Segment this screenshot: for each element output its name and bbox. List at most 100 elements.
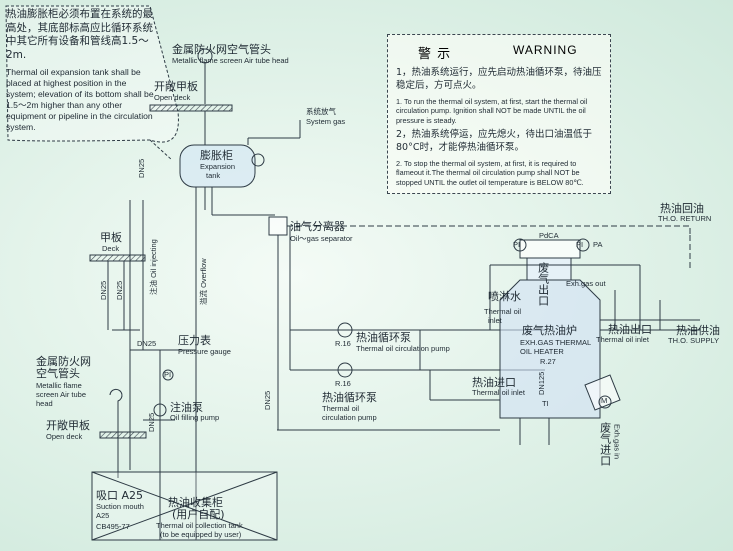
supply-en: TH.O. SUPPLY	[668, 336, 720, 345]
air-head2-cn1: 金属防火网	[36, 355, 91, 368]
collection-en2: (to be equipped by user)	[160, 530, 242, 539]
pump1-cn: 热油循环泵	[356, 331, 411, 344]
warning-item2-cn: 2，热油系统停运，应先熄火，待出口油温低于80°C时，才能停热油循环泵。	[396, 129, 593, 153]
warning-item2-en: 2. To stop the thermal oil system, at fi…	[396, 159, 584, 187]
dn25-a: DN25	[137, 158, 146, 178]
pump2-en1: Thermal oil	[322, 404, 360, 413]
exh-in-en: Exh.gas in	[612, 424, 622, 460]
return-en: TH.O. RETURN	[658, 214, 712, 223]
pi-right: PI	[576, 240, 584, 249]
air-head2-en2: screen Air tube	[36, 390, 87, 399]
open-deck-top	[149, 104, 233, 112]
warning-item1-cn: 1，热油系统运行，应先启动热油循环泵，待油压稳定后，方可点火。	[396, 67, 602, 91]
circulation-pump-1	[337, 322, 353, 338]
outlet-en: Thermal oil inlet	[596, 335, 649, 344]
note-en: Thermal oil expansion tank shall be plac…	[6, 66, 154, 132]
open-deck-cn: 开敞甲板	[154, 80, 198, 93]
exh-gas-heater	[499, 279, 601, 419]
tank-en2: tank	[206, 171, 221, 180]
pdca: PdCA	[539, 231, 559, 240]
collection-cn2: (用户自配)	[172, 508, 225, 521]
note-cn: 热油膨胀柜必须布置在系统的最高处，其底部标高应比循环系统中其它所有设备和管线高1…	[6, 8, 153, 61]
heater-en2: OIL HEATER	[520, 347, 564, 356]
dn25-b: DN25	[99, 280, 108, 300]
warning-title-cn: 警 示	[418, 47, 452, 62]
suction-en2: A25	[96, 511, 110, 520]
oil-gas-separator	[268, 216, 288, 236]
warning-box: 警 示 WARNING 1，热油系统运行，应先启动热油循环泵，待油压稳定后，方可…	[387, 34, 611, 194]
note-leader	[149, 139, 173, 161]
oil-inlet-en1: Thermal oil	[484, 307, 522, 316]
supply-cn: 热油供油	[676, 324, 720, 337]
m-label: M	[601, 396, 608, 405]
r16-a: R.16	[335, 339, 351, 348]
suction-en1: Suction mouth	[96, 502, 144, 511]
expansion-tank-note: 热油膨胀柜必须布置在系统的最高处，其底部标高应比循环系统中其它所有设备和管线高1…	[6, 8, 156, 133]
dn125: DN125	[537, 371, 546, 395]
air-head-en: Metallic flame screen Air tube head	[172, 56, 289, 65]
pa: PA	[593, 240, 603, 249]
expansion-tank	[179, 144, 256, 188]
dn25-e: DN25	[147, 412, 156, 432]
pi-left: PI	[513, 240, 521, 249]
r16-b: R.16	[335, 379, 351, 388]
open-deck2-cn: 开敞甲板	[46, 419, 90, 432]
exh-out2-cn: 废气出口	[536, 262, 550, 306]
open-deck-en: Open deck	[154, 93, 191, 102]
air-head2-en1: Metallic flame	[36, 381, 82, 390]
tank-en1: Expansion	[200, 162, 236, 171]
air-head2-cn2: 空气管头	[36, 367, 80, 380]
pdca-box	[519, 239, 581, 259]
air-head2-en3: head	[36, 399, 53, 408]
air-head-top	[197, 48, 213, 104]
dn25-d: DN25	[137, 339, 157, 348]
exh-in-cn: 废气进口	[598, 422, 612, 466]
tank-cn: 膨胀柜	[200, 149, 233, 162]
inlet2-en: Thermal oil inlet	[472, 388, 525, 397]
r27: R.27	[540, 357, 556, 366]
deck-cn: 甲板	[100, 231, 122, 244]
heater-cn: 废气热油炉	[522, 324, 577, 337]
pump2-cn: 热油循环泵	[322, 391, 377, 404]
return-cn: 热油回油	[660, 202, 704, 215]
circulation-pump-2	[337, 362, 353, 378]
air-head-cn: 金属防火网空气管头	[172, 43, 271, 56]
ti-label: TI	[542, 399, 549, 408]
warning-item1-en: 1. To run the thermal oil system, at fir…	[396, 97, 588, 125]
tank-indicator	[251, 153, 265, 167]
dn25-c: DN25	[115, 280, 124, 300]
pi-small: PI	[164, 370, 172, 379]
pump1-en: Thermal oil circulation pump	[356, 344, 450, 353]
inlet2-cn: 热油进口	[472, 376, 516, 389]
open-deck2-en: Open deck	[46, 432, 83, 441]
system-gas-cn: 系统放气	[306, 107, 336, 116]
overflow: 溢流 Overflow	[199, 258, 208, 305]
heater-en1: EXH.GAS THERMAL	[520, 338, 592, 347]
pressure-gauge-cn: 压力表	[178, 334, 211, 347]
dn25-f: DN25	[263, 390, 272, 410]
oil-inlet-en2: inlet	[488, 316, 502, 325]
separator-en: Oil～gas separator	[290, 234, 353, 243]
suction-std: CB495-77	[96, 522, 130, 531]
pressure-gauge-en: Pressure gauge	[178, 347, 231, 356]
filling-pump-cn: 注油泵	[170, 401, 203, 414]
system-gas-en: System gas	[306, 117, 346, 126]
warning-title-en: WARNING	[513, 43, 578, 57]
oil-injecting: 注油 Oil injecting	[149, 239, 158, 295]
note-callout	[5, 5, 179, 143]
air-head-bottom	[109, 388, 123, 478]
suction-cn: 吸口 A25	[96, 489, 144, 502]
deck-en: Deck	[102, 244, 120, 253]
pump2-en2: circulation pump	[322, 413, 377, 422]
exh-out: Exh.gas out	[566, 279, 606, 288]
deck-left	[89, 254, 146, 262]
collection-en1: Thermal oil collection tank	[156, 521, 243, 530]
separator-cn: 油气分离器	[290, 220, 345, 233]
spray-cn: 喷淋水	[488, 290, 521, 303]
collection-cn1: 热油收集柜	[168, 496, 223, 509]
outlet-cn: 热油出口	[608, 323, 652, 336]
filling-pump-en: Oil filling pump	[170, 413, 220, 422]
open-deck-bottom	[99, 431, 147, 439]
